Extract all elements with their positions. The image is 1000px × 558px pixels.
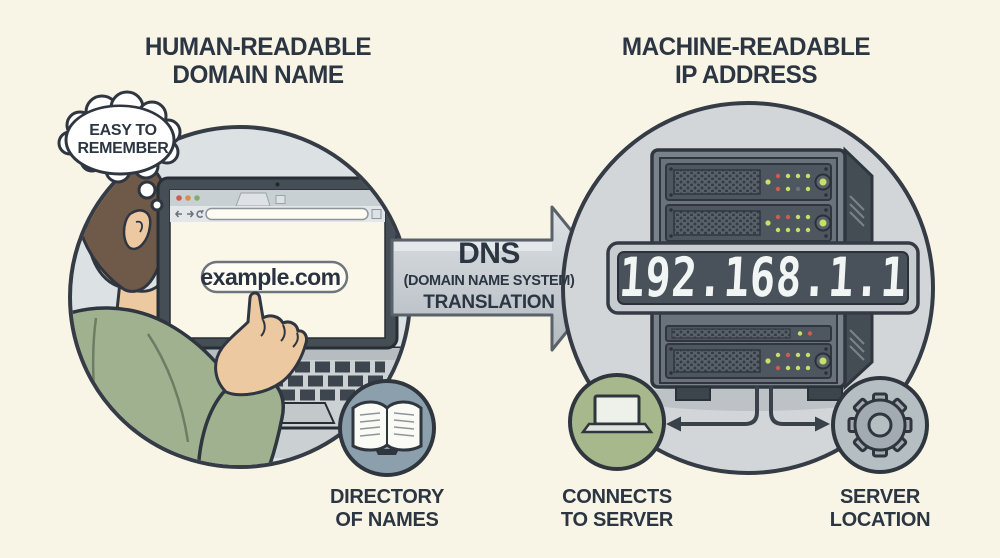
webcam-icon (275, 182, 280, 187)
directory-label: DIRECTORY OF NAMES (307, 486, 467, 532)
browser-tab (235, 192, 271, 207)
server-unit (665, 163, 832, 201)
right-title-line1: MACHINE-READABLE (621, 33, 871, 61)
laptop-icon (580, 394, 654, 434)
server-rack (650, 146, 874, 401)
right-title: MACHINE-READABLE IP ADDRESS (610, 33, 882, 89)
connector-arrows (666, 386, 830, 432)
bubble-trail-dot (150, 198, 164, 212)
new-tab-icon (275, 195, 286, 204)
left-title-line2: DOMAIN NAME (172, 60, 344, 89)
location-label-line1: SERVER (839, 486, 921, 508)
location-label: SERVER LOCATION (800, 486, 960, 532)
translation-label: TRANSLATION (423, 291, 555, 313)
directory-icon-circle (338, 379, 436, 477)
rack-foot (675, 386, 711, 401)
server-unit (665, 204, 832, 242)
ear (122, 209, 152, 251)
reload-icon (196, 209, 204, 218)
dns-subtitle: (DOMAIN NAME SYSTEM) (403, 273, 575, 289)
left-arrowhead-icon (666, 416, 681, 432)
server-unit (665, 325, 832, 342)
book-icon (351, 400, 423, 455)
menu-icon (371, 209, 382, 219)
connects-label-line2: TO SERVER (560, 509, 674, 531)
connects-label-line1: CONNECTS (562, 486, 672, 508)
minimize-icon (185, 195, 191, 201)
location-icon-circle (831, 376, 929, 474)
rack-foot (807, 386, 843, 401)
server-unit (665, 343, 832, 379)
bubble-line1: EASY TO (89, 122, 157, 139)
thought-bubble (57, 90, 182, 212)
ip-display (606, 241, 920, 315)
directory-label-line1: DIRECTORY (330, 486, 444, 508)
left-title: HUMAN-READABLE DOMAIN NAME (122, 33, 394, 89)
thought-bubble-text: EASY TO REMEMBER (68, 122, 178, 158)
connects-label: CONNECTS TO SERVER (537, 486, 697, 532)
bubble-trail-dot (137, 180, 157, 200)
url-value: example.com (200, 264, 341, 290)
gear-icon (831, 376, 929, 474)
address-bar (205, 207, 369, 221)
location-label-line2: LOCATION (829, 509, 931, 531)
forward-icon (187, 210, 195, 218)
left-title-line1: HUMAN-READABLE (144, 33, 372, 61)
dns-arrow-text: DNS (DOMAIN NAME SYSTEM) TRANSLATION (383, 239, 595, 312)
bubble-line2: REMEMBER (77, 139, 169, 157)
connect-icon-circle (568, 373, 666, 471)
back-icon (174, 210, 182, 218)
close-icon (176, 195, 182, 201)
url-text: example.com (200, 264, 344, 291)
directory-label-line2: OF NAMES (335, 509, 439, 531)
right-arrowhead-icon (815, 416, 830, 432)
dns-label: DNS (458, 237, 520, 270)
pointing-hand (214, 291, 308, 397)
right-title-line2: IP ADDRESS (674, 60, 818, 89)
url-input-field (200, 260, 349, 294)
ip-address-value: 192.168.1.1 (617, 245, 909, 309)
maximize-icon (194, 195, 200, 201)
